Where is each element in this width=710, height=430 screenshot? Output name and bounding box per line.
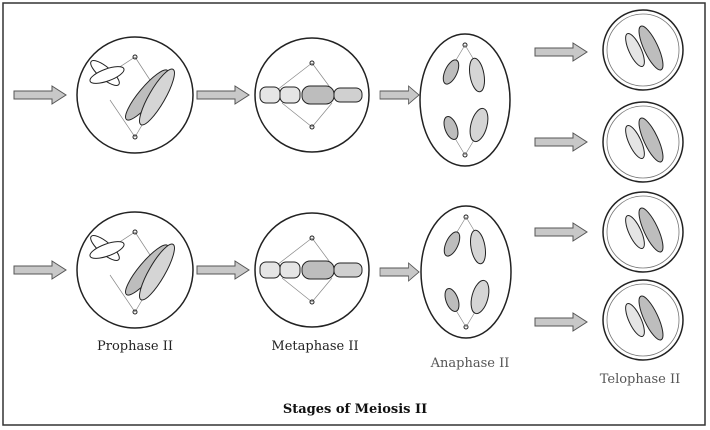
input-arrow-bottom	[13, 260, 67, 280]
telophase-cell-3	[602, 191, 684, 273]
diagram-title: Stages of Meiosis II	[282, 402, 428, 417]
prophase-cell-bottom	[76, 211, 194, 329]
anaphase-cell-top	[419, 33, 511, 167]
prophase-cell-top	[76, 36, 194, 154]
arrow-anaphase-telophase-2	[534, 132, 588, 152]
arrow-anaphase-telophase-4	[534, 312, 588, 332]
telophase-cell-2	[602, 101, 684, 183]
arrow-metaphase-anaphase-top	[379, 85, 420, 105]
label-anaphase: Anaphase II	[430, 356, 510, 371]
anaphase-cell-bottom	[420, 205, 512, 339]
arrow-prophase-metaphase-top	[196, 85, 250, 105]
arrow-anaphase-telophase-3	[534, 222, 588, 242]
label-telophase: Telophase II	[599, 372, 681, 387]
metaphase-cell-bottom	[254, 212, 370, 328]
metaphase-cell-top	[254, 37, 370, 153]
label-metaphase: Metaphase II	[271, 339, 359, 354]
input-arrow-top	[13, 85, 67, 105]
telophase-cell-4	[602, 279, 684, 361]
label-prophase: Prophase II	[96, 339, 174, 354]
diagram-border	[2, 2, 706, 426]
arrow-anaphase-telophase-1	[534, 42, 588, 62]
telophase-cell-1	[602, 9, 684, 91]
arrow-metaphase-anaphase-bottom	[379, 262, 420, 282]
arrow-prophase-metaphase-bottom	[196, 260, 250, 280]
